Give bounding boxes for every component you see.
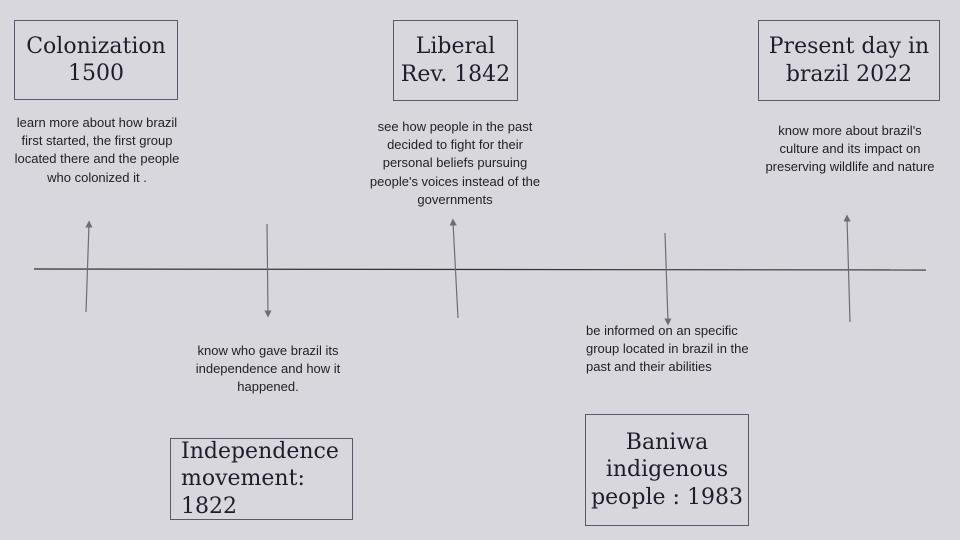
event-box-present: Present day in brazil 2022 — [758, 20, 940, 101]
event-title: Colonization — [26, 33, 166, 59]
event-year: 1500 — [68, 61, 124, 86]
arrow-colonization — [85, 220, 93, 313]
event-subtitle: indigenous — [605, 457, 729, 483]
event-title: Baniwa — [625, 429, 709, 455]
event-description-independence: know who gave brazil its independence an… — [195, 343, 341, 395]
event-box-baniwa: Baniwa indigenous people : 1983 — [585, 414, 749, 526]
event-box-liberal: Liberal Rev. 1842 — [393, 20, 518, 101]
event-description-colonization: learn more about how brazil first starte… — [14, 115, 180, 185]
arrow-independence — [264, 223, 272, 318]
event-title: Present day in — [768, 34, 930, 59]
event-title: Liberal — [415, 34, 496, 59]
event-year: brazil 2022 — [785, 61, 913, 87]
arrow-present — [843, 214, 851, 323]
timeline-axis — [33, 268, 927, 271]
event-box-independence: Independence movement: 1822 — [170, 438, 353, 520]
event-description-baniwa: be informed on an specific group located… — [586, 323, 749, 375]
event-box-colonization: Colonization 1500 — [14, 20, 178, 100]
event-title: Independence — [181, 438, 339, 464]
arrow-liberal — [449, 218, 459, 319]
arrow-baniwa — [664, 232, 672, 326]
event-description-present: know more about brazil's culture and its… — [765, 123, 935, 175]
event-description-liberal: see how people in the past decided to fi… — [369, 119, 541, 207]
event-year: people : 1983 — [591, 484, 743, 510]
event-year: Rev. 1842 — [400, 61, 511, 87]
event-year: movement: 1822 — [181, 466, 305, 519]
